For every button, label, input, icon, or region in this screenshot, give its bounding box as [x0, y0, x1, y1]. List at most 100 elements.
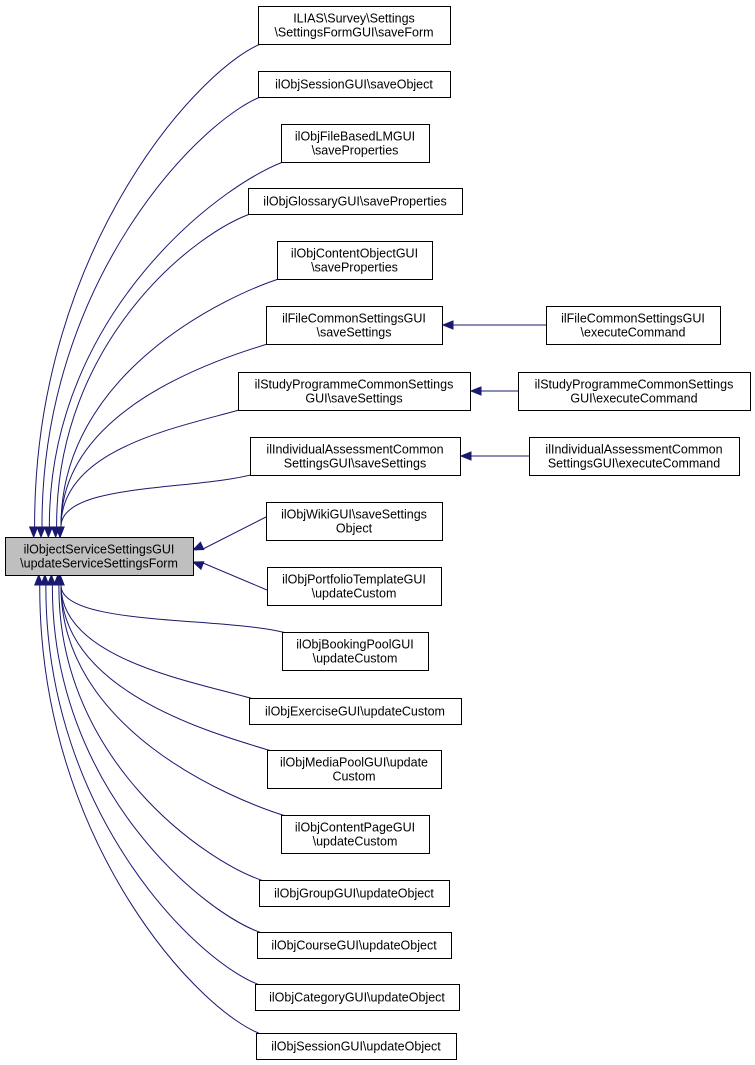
- node-box: [238, 372, 471, 411]
- edge-n1-to-root: [28, 41, 267, 539]
- arrowhead: [43, 526, 54, 539]
- edge-n13-to-root: [55, 573, 276, 753]
- node-label-line: \updateCustom: [313, 835, 398, 849]
- caller-node-ilobjgroupgui-updateobject[interactable]: ilObjGroupGUI\updateObject: [259, 880, 450, 907]
- node-label-line: \updateCustom: [312, 587, 397, 601]
- node-label-line: ilObjectServiceSettingsGUI: [24, 543, 175, 557]
- edge-line: [202, 516, 267, 550]
- node-label-line: ilObjMediaPoolGUI\update: [280, 756, 428, 770]
- arrowhead: [459, 451, 472, 461]
- edge-line: [60, 584, 276, 753]
- edge-line: [41, 94, 267, 528]
- node-label-line: \SettingsFormGUI\saveForm: [274, 26, 433, 40]
- edge-line: [39, 584, 265, 1036]
- node-box: [5, 537, 194, 576]
- arrowhead: [191, 541, 205, 551]
- caller-node-ilobjbookingpoolgui-updatecustom[interactable]: ilObjBookingPoolGUI\updateCustom: [282, 632, 429, 671]
- caller-node-ilobjexercisegui-updatecustom[interactable]: ilObjExerciseGUI\updateCustom: [249, 698, 462, 725]
- node-box: [255, 984, 460, 1011]
- edge-line: [45, 584, 264, 987]
- edge-n16-to-root: [46, 573, 266, 935]
- node-label-line: ilIndividualAssessmentCommon: [266, 443, 443, 457]
- edge-line: [60, 584, 258, 701]
- caller-node-ilobjsessiongui-saveobject[interactable]: ilObjSessionGUI\saveObject: [258, 71, 451, 98]
- node-label-line: ilObjSessionGUI\updateObject: [271, 1040, 441, 1054]
- node-box: [282, 632, 429, 671]
- edge-n2-to-root: [36, 94, 267, 539]
- arrowhead: [40, 573, 50, 586]
- caller-node-ilobjglossarygui-saveproperties[interactable]: ilObjGlossaryGUI\saveProperties: [248, 188, 463, 215]
- edge-n3-to-root: [43, 159, 290, 539]
- edge-n9-to-root: [191, 516, 267, 551]
- root-node[interactable]: ilObjectServiceSettingsGUI\updateService…: [5, 537, 194, 576]
- caller-node-ilobjsessiongui-updateobject[interactable]: ilObjSessionGUI\updateObject: [256, 1033, 457, 1060]
- edge-line: [60, 407, 247, 528]
- node-box: [267, 750, 442, 789]
- arrowhead: [28, 526, 39, 539]
- node-box: [248, 188, 463, 215]
- caller-node-ilindividualassessmentcommonsettingsgui-executecommand[interactable]: ilIndividualAssessmentCommonSettingsGUI\…: [529, 437, 740, 476]
- node-box: [258, 6, 451, 45]
- caller-node-ilobjportfoliotemplategui-updatecustom[interactable]: ilObjPortfolioTemplateGUI\updateCustom: [267, 567, 442, 606]
- node-box: [281, 815, 430, 854]
- node-box: [259, 880, 450, 907]
- edge-line: [60, 584, 291, 635]
- node-box: [267, 567, 442, 606]
- caller-node-ilobjmediapoolgui-updatecustom[interactable]: ilObjMediaPoolGUI\updateCustom: [267, 750, 442, 789]
- node-label-line: GUI\executeCommand: [570, 392, 697, 406]
- arrowhead: [36, 526, 46, 539]
- edge-line: [48, 159, 290, 528]
- edge-n18-to-root: [34, 573, 265, 1036]
- edge-n14-to-root: [55, 573, 290, 818]
- edge-line: [60, 341, 275, 528]
- edge-n7-to-root: [55, 407, 247, 539]
- arrowhead: [191, 561, 205, 571]
- node-box: [256, 1033, 457, 1060]
- node-label-line: ilObjFileBasedLMGUI: [295, 130, 415, 144]
- node-box: [257, 932, 452, 959]
- caller-node-ilfilecommonsettingsgui-executecommand[interactable]: ilFileCommonSettingsGUI\executeCommand: [546, 306, 721, 345]
- node-label-line: Object: [336, 522, 373, 536]
- caller-node-ilobjcategorygui-updateobject[interactable]: ilObjCategoryGUI\updateObject: [255, 984, 460, 1011]
- node-label-line: ilFileCommonSettingsGUI: [282, 312, 426, 326]
- edge-n6-to-root: [55, 341, 275, 539]
- node-label-line: ilObjContentPageGUI: [295, 821, 415, 835]
- caller-node-ilindividualassessmentcommonsettingsgui-savesettings[interactable]: ilIndividualAssessmentCommonSettingsGUI\…: [250, 437, 461, 476]
- arrowhead: [55, 526, 65, 539]
- node-label-line: Custom: [332, 770, 375, 784]
- arrowhead: [34, 573, 44, 586]
- edge-line: [56, 211, 257, 528]
- node-label-line: ilObjGlossaryGUI\saveProperties: [263, 195, 446, 209]
- node-label-line: \saveSettings: [316, 326, 391, 340]
- node-label-line: ilObjExerciseGUI\updateCustom: [265, 705, 445, 719]
- node-label-line: ilObjBookingPoolGUI: [296, 638, 413, 652]
- node-box: [529, 437, 740, 476]
- caller-node-ilstudyprogrammecommonsettingsgui-savesettings[interactable]: ilStudyProgrammeCommonSettingsGUI\saveSe…: [238, 372, 471, 411]
- caller-node-ilobjfilebasedlmgui-saveproperties[interactable]: ilObjFileBasedLMGUI\saveProperties: [281, 124, 430, 163]
- caller-node-ilobjcoursegui-updateobject[interactable]: ilObjCourseGUI\updateObject: [257, 932, 452, 959]
- node-label-line: \saveProperties: [311, 261, 398, 275]
- edge-line: [202, 562, 268, 591]
- node-label-line: \updateServiceSettingsForm: [20, 557, 178, 571]
- edge-line: [60, 472, 259, 528]
- edge-n11-to-root: [55, 573, 291, 635]
- node-label-line: ilObjGroupGUI\updateObject: [274, 887, 434, 901]
- edge-n10-to-root: [191, 561, 268, 591]
- edge-line: [34, 41, 267, 528]
- caller-node-ilobjcontentobjectgui-saveproperties[interactable]: ilObjContentObjectGUI\saveProperties: [277, 241, 433, 280]
- caller-node-ilstudyprogrammecommonsettingsgui-executecommand[interactable]: ilStudyProgrammeCommonSettingsGUI\execut…: [518, 372, 751, 411]
- node-label-line: \saveProperties: [312, 144, 399, 158]
- edge-n12-to-root: [55, 573, 258, 701]
- caller-node-ilias-survey-settings-settingsformgui-saveform[interactable]: ILIAS\Survey\Settings\SettingsFormGUI\sa…: [258, 6, 451, 45]
- caller-node-ilfilecommonsettingsgui-savesettings[interactable]: ilFileCommonSettingsGUI\saveSettings: [266, 306, 443, 345]
- edge-m8-to-n8: [459, 451, 529, 461]
- node-label-line: ilObjWikiGUI\saveSettings: [281, 508, 427, 522]
- caller-node-ilobjcontentpagegui-updatecustom[interactable]: ilObjContentPageGUI\updateCustom: [281, 815, 430, 854]
- node-label-line: ILIAS\Survey\Settings: [293, 12, 415, 26]
- arrowhead: [469, 386, 482, 396]
- node-label-line: SettingsGUI\saveSettings: [284, 457, 426, 471]
- node-box: [258, 71, 451, 98]
- edge-line: [60, 276, 286, 528]
